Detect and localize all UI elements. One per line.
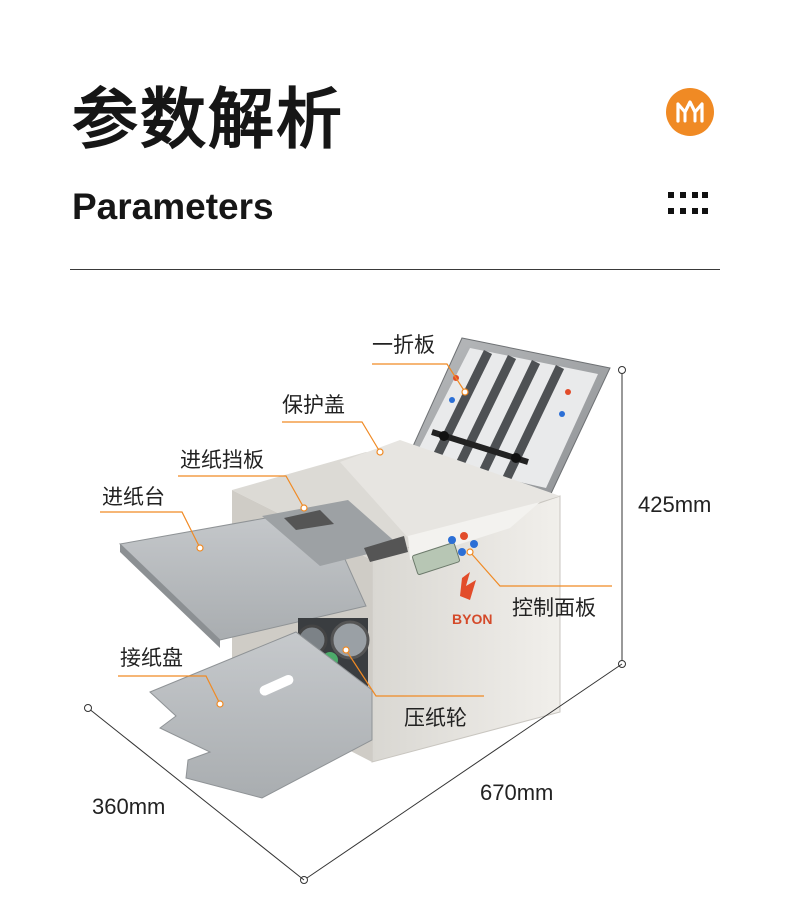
label-feed-guide: 进纸挡板	[180, 448, 264, 472]
page-title-english: Parameters	[72, 186, 274, 227]
page-title-chinese: 参数解析	[72, 81, 344, 158]
dot-grid-icon	[668, 192, 708, 214]
dimension-height: 425mm	[638, 492, 712, 517]
label-receiving-tray: 接纸盘	[120, 646, 183, 670]
header-divider	[70, 269, 720, 270]
brand-wordmark: BYON	[452, 611, 492, 627]
dimension-depth: 360mm	[92, 794, 166, 819]
label-pressure-wheel: 压纸轮	[404, 706, 467, 730]
label-feed-table: 进纸台	[102, 485, 165, 509]
label-cover: 保护盖	[282, 393, 345, 417]
receiving-tray-graphic	[149, 631, 373, 799]
feed-table-graphic	[118, 500, 408, 648]
leader-dots	[196, 388, 474, 708]
dimension-lines	[84, 366, 626, 884]
dimension-width: 670mm	[480, 780, 554, 805]
label-control-panel: 控制面板	[512, 596, 596, 620]
orange-circle-logo-icon	[666, 88, 714, 136]
label-fold-plate: 一折板	[372, 333, 435, 357]
leader-lines	[100, 363, 612, 705]
